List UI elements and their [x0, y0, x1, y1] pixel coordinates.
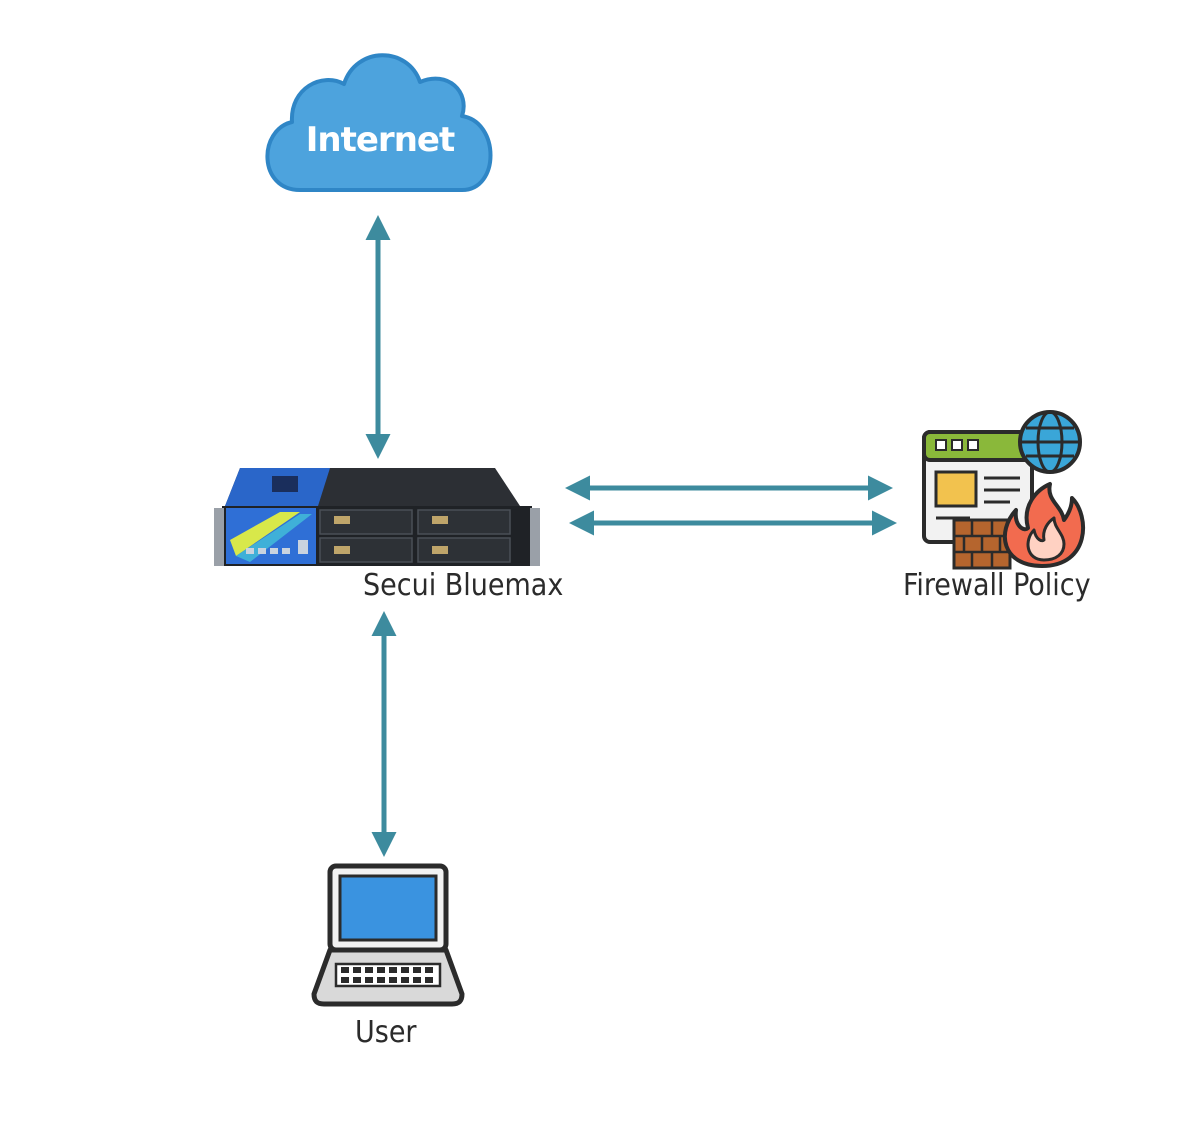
- cloud-icon: [265, 53, 493, 192]
- bluemax-label: Secui Bluemax: [363, 568, 564, 603]
- user-label: User: [355, 1015, 417, 1050]
- firewall-policy-icon: [922, 410, 1085, 570]
- laptop-icon: [311, 863, 465, 1007]
- firewall-policy-label: Firewall Policy: [903, 568, 1091, 603]
- firewall-appliance-icon: [214, 468, 540, 566]
- internet-label: Internet: [305, 120, 455, 160]
